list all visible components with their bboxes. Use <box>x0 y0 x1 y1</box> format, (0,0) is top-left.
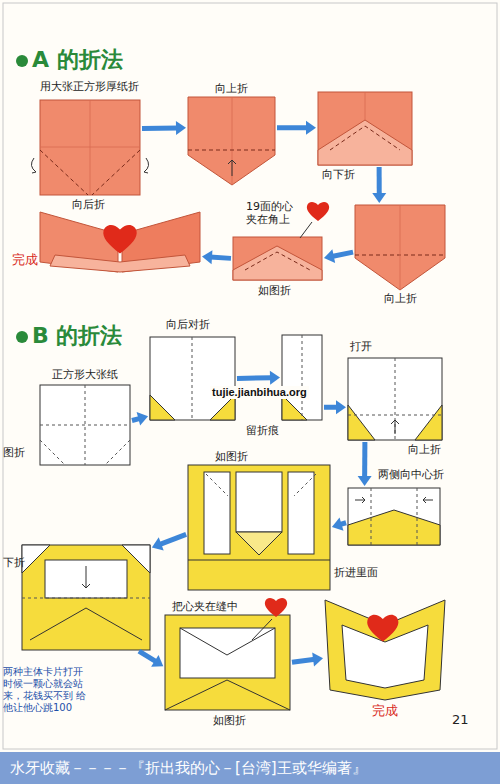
fold-step: 19面的心 夹在角上如图折 <box>233 237 322 280</box>
fold-step: 向后对折 <box>150 337 235 420</box>
step-instruction: 向上折 <box>408 443 441 456</box>
fold-step: 如图折折进里面 <box>188 465 330 590</box>
step-instruction: 留折痕 <box>246 424 279 437</box>
fold-step: 留折痕 <box>282 335 322 420</box>
arrow-head <box>324 249 335 263</box>
flow-arrow <box>139 651 163 667</box>
step-instruction: 向上折 <box>384 292 417 305</box>
step-instruction: 折进里面 <box>334 566 378 579</box>
fold-step: 下折 <box>22 545 150 650</box>
flow-arrow <box>142 121 186 135</box>
step-instruction: 打开 <box>350 340 372 353</box>
flow-arrow <box>202 250 231 264</box>
arrow-head <box>336 400 346 414</box>
flow-arrow <box>237 371 280 385</box>
step-instruction: 如图折 <box>258 284 291 297</box>
arrow-shaft <box>237 375 272 381</box>
flow-arrow <box>132 412 148 426</box>
step-instruction: 下折 <box>3 556 25 569</box>
fold-step: 向上折 <box>355 205 445 290</box>
step-instruction: 把心夹在缝中 <box>172 600 238 613</box>
arrow-shaft <box>139 651 157 662</box>
fold-step: 完成 <box>325 595 445 700</box>
arrow-shaft <box>292 659 315 662</box>
arrow-shaft <box>377 167 382 195</box>
fold-step: 向上折 <box>188 97 275 185</box>
step-instruction: 图折 <box>3 446 25 459</box>
flow-arrow <box>324 249 353 263</box>
step-instruction: 如图折 <box>213 714 246 727</box>
step-instruction: 正方形大张纸 <box>52 368 118 381</box>
caption: 水牙收藏－－－－『折出我的心－[台湾]王或华编著』 <box>10 759 367 777</box>
flow-arrow <box>372 167 386 203</box>
arrow-head <box>306 121 316 135</box>
fold-step: 完成 <box>40 210 200 272</box>
arrow-shaft <box>159 534 186 544</box>
arrow-shaft <box>332 252 353 256</box>
arrow-head <box>332 517 344 530</box>
step-instruction: 向后对折 <box>166 318 210 331</box>
arrow-head <box>270 371 280 385</box>
flow-arrow <box>277 121 316 135</box>
fold-step: 用大张正方形厚纸折向后折 <box>40 100 140 195</box>
step-instruction: 19面的心 夹在角上 <box>246 200 300 226</box>
arrow-shaft <box>142 125 178 131</box>
arrow-shaft <box>324 405 338 410</box>
flow-arrow <box>332 517 346 530</box>
flow-arrow <box>152 534 186 550</box>
section-title: A 的折法 <box>32 47 123 73</box>
arrow-head <box>137 412 148 426</box>
step-instruction: 向上折 <box>215 82 248 95</box>
step-instruction: 用大张正方形厚纸折 <box>40 80 139 93</box>
arrow-head <box>202 250 212 264</box>
step-instruction: 如图折 <box>215 450 248 463</box>
step-instruction: 完成 <box>372 703 398 719</box>
fold-step: 正方形大张纸图折 <box>40 385 130 465</box>
flow-arrow <box>324 400 346 414</box>
flow-arrow <box>292 653 323 667</box>
fold-step: 把心夹在缝中如图折 <box>165 615 290 710</box>
arrow-shaft <box>277 125 308 130</box>
step-instruction: 向后折 <box>72 198 105 211</box>
arrow-head <box>312 653 323 667</box>
step-instruction: 向下折 <box>322 168 355 181</box>
watermark: tujie.jianbihua.org <box>210 386 309 399</box>
step-instruction: 完成 <box>12 252 38 268</box>
arrow-head <box>152 537 164 550</box>
fold-step: 打开向上折 <box>348 358 442 440</box>
section-title: B 的折法 <box>32 323 122 349</box>
arrow-head <box>372 193 386 203</box>
flow-arrow <box>358 442 372 486</box>
arrow-head <box>358 476 372 486</box>
fold-step: 向下折 <box>318 92 412 165</box>
arrow-shaft <box>210 257 231 258</box>
fold-step: 两侧向中心折 <box>348 488 440 545</box>
arrow-shaft <box>362 442 367 478</box>
arrow-head <box>176 121 186 135</box>
arrow-head <box>151 655 163 667</box>
step-instruction: 两侧向中心折 <box>378 468 444 481</box>
page-number: 21 <box>452 712 469 728</box>
note-text: 两种主体卡片打开 时候一颗心就会站 来，花钱买不到 给他让他心跳100 <box>3 666 95 714</box>
